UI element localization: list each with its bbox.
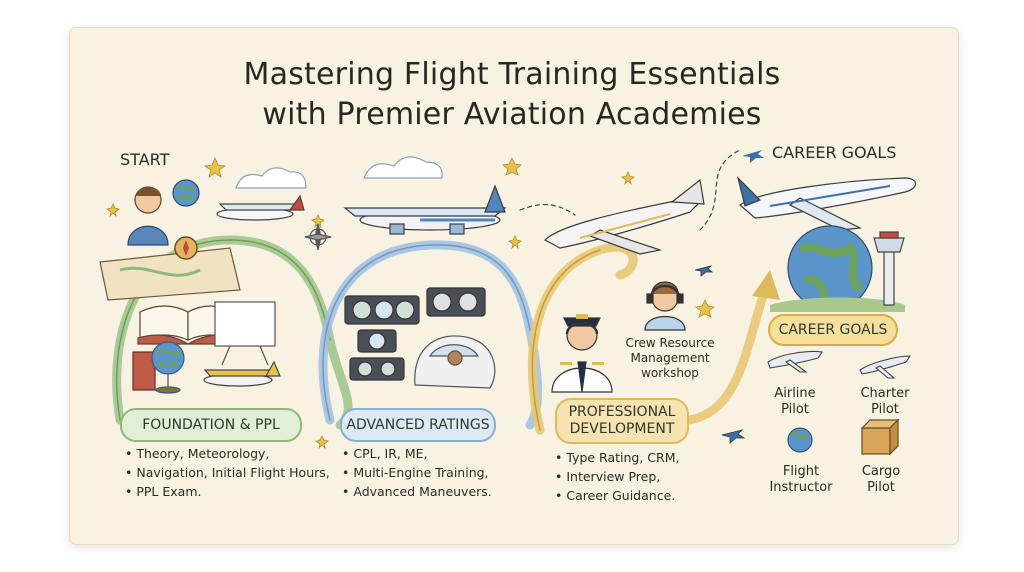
star-icon — [502, 157, 522, 176]
foundation-stage-label: FOUNDATION & PPL — [142, 416, 280, 433]
role-label-line-2: Pilot — [871, 402, 899, 417]
crm-note-line-1: Crew Resource — [625, 336, 715, 350]
start-label: START — [120, 150, 170, 169]
list-item: PPL Exam. — [125, 482, 330, 501]
list-item: Career Guidance. — [555, 486, 679, 505]
star-icon — [621, 171, 635, 186]
crm-note-line-2: Management — [630, 351, 710, 365]
star-icon — [106, 203, 120, 218]
professional-stage-label-line-1: PROFESSIONAL — [568, 404, 676, 420]
list-item: Multi-Engine Training, — [342, 463, 492, 482]
list-item: Type Rating, CRM, — [555, 448, 679, 467]
star-icon — [695, 299, 715, 318]
business-jet-icon — [544, 178, 705, 255]
airliner-icon — [736, 176, 917, 231]
crm-note-line-3: workshop — [641, 366, 699, 380]
page-title-line-1: Mastering Flight Training Essentials — [243, 57, 781, 92]
student-with-globe-and-compass-icon — [99, 179, 241, 301]
professional-stage-label-line-2: DEVELOPMENT — [569, 421, 675, 437]
list-item: Navigation, Initial Flight Hours, — [125, 463, 329, 482]
small-plane-icon — [742, 150, 764, 163]
role-label-line-1: Cargo — [861, 464, 901, 479]
list-item: Theory, Meteorology, — [125, 444, 330, 463]
clouds — [235, 156, 443, 189]
compass-rose-icon — [304, 223, 332, 251]
crm-workshop-note: Crew Resource Management workshop — [620, 336, 720, 381]
control-tower-icon — [873, 231, 905, 306]
earth-globe-icon — [770, 225, 905, 312]
cloud-icon — [235, 167, 307, 189]
role-label-line-1: Flight — [782, 464, 820, 479]
role-label-line-1: Airline — [774, 386, 816, 401]
twin-engine-plane-icon — [343, 184, 507, 235]
role-label-line-1: Charter — [860, 386, 910, 401]
instrument-panel-icon — [344, 287, 486, 381]
professional-bullet-list: Type Rating, CRM, Interview Prep, Career… — [555, 448, 679, 505]
airline-pilot-plane-icon — [767, 350, 823, 373]
decorative-stars — [106, 156, 715, 450]
role-label-line-2: Pilot — [867, 480, 895, 495]
role-flight-instructor: Flight Instructor — [756, 464, 846, 496]
charter-pilot-plane-icon — [859, 355, 912, 379]
simulator-icon — [414, 335, 496, 389]
career-goals-heading: CAREER GOALS — [772, 143, 897, 162]
small-plane-icon — [216, 194, 305, 221]
role-cargo-pilot: Cargo Pilot — [836, 464, 926, 496]
advanced-bullet-list: CPL, IR, ME, Multi-Engine Training, Adva… — [342, 444, 492, 501]
foundation-stage-badge: FOUNDATION & PPL — [120, 408, 302, 442]
flight-instructor-globe-icon — [787, 427, 813, 453]
professional-stage-badge: PROFESSIONAL DEVELOPMENT — [555, 398, 689, 444]
role-label-line-2: Instructor — [769, 480, 833, 495]
pilot-captain-icon — [551, 314, 613, 393]
headset-instructor-icon — [644, 281, 686, 331]
advanced-stage-badge: ADVANCED RATINGS — [340, 408, 496, 442]
small-plane-icon — [694, 265, 746, 444]
cloud-icon — [363, 156, 443, 179]
star-icon — [203, 156, 227, 178]
role-airline-pilot: Airline Pilot — [750, 386, 840, 418]
star-icon — [508, 235, 522, 250]
career-goals-label: CAREER GOALS — [778, 321, 888, 338]
whiteboard-icon — [214, 301, 276, 366]
cargo-box-icon — [860, 418, 900, 456]
career-arrow-path — [685, 285, 770, 425]
foundation-bullet-list: Theory, Meteorology, Navigation, Initial… — [125, 444, 330, 501]
small-plane-icon — [203, 360, 281, 387]
advanced-stage-label: ADVANCED RATINGS — [346, 416, 490, 433]
career-goals-badge: CAREER GOALS — [768, 314, 898, 346]
globe-icon — [132, 341, 185, 394]
page-title-line-2: with Premier Aviation Academies — [262, 97, 762, 132]
list-item: CPL, IR, ME, — [342, 444, 492, 463]
list-item: Interview Prep, — [555, 467, 679, 486]
role-label-line-2: Pilot — [781, 402, 809, 417]
list-item: Advanced Maneuvers. — [342, 482, 491, 501]
role-charter-pilot: Charter Pilot — [840, 386, 930, 418]
